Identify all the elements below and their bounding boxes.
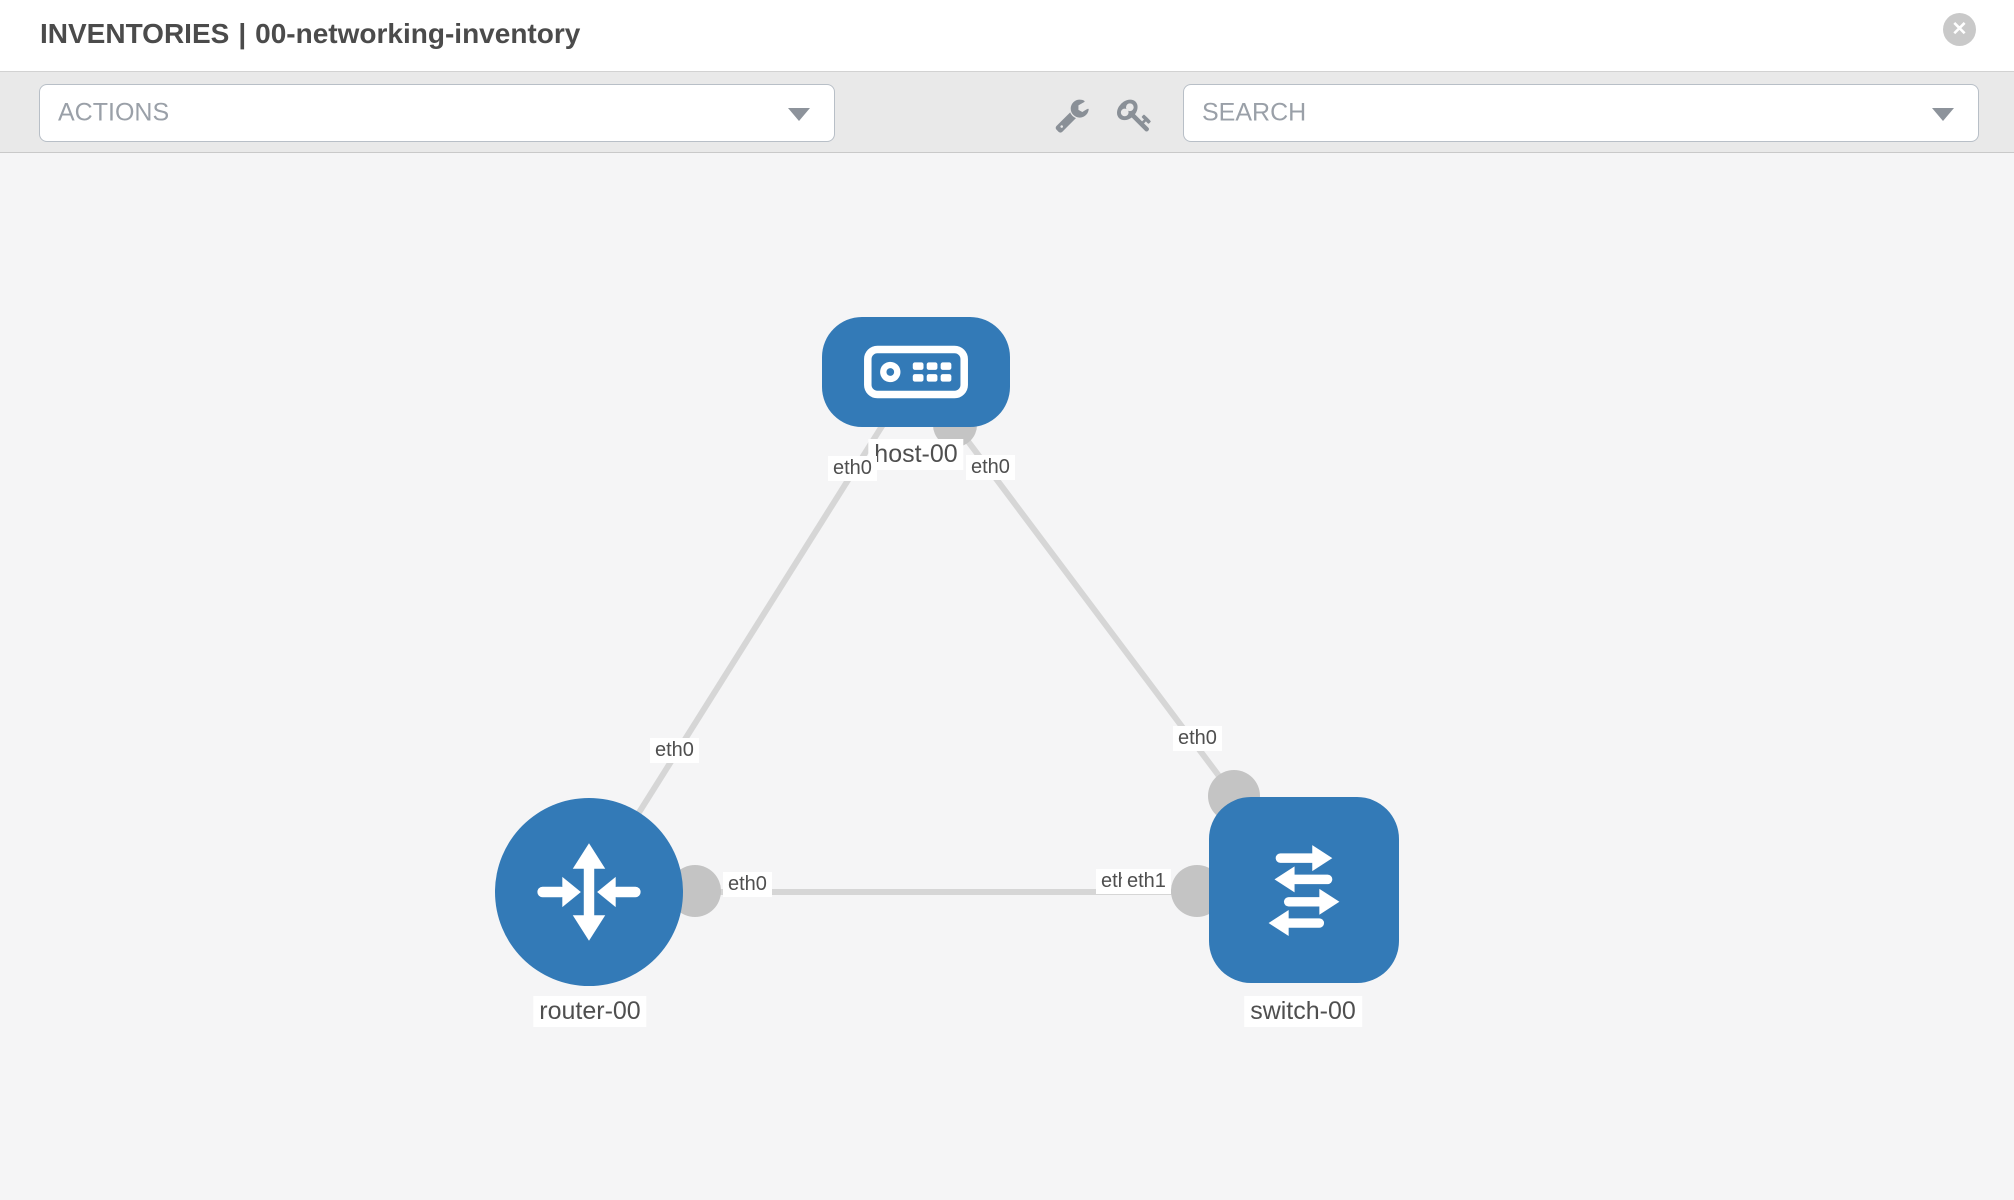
node-label-switch: switch-00: [1244, 996, 1362, 1027]
node-label-router: router-00: [533, 996, 647, 1027]
node-host-00[interactable]: [822, 317, 1010, 427]
node-switch-00[interactable]: [1209, 797, 1399, 983]
node-router-00[interactable]: [495, 798, 683, 986]
interface-label-router-eth0: eth0: [650, 738, 699, 763]
actions-dropdown[interactable]: ACTIONS: [39, 84, 835, 142]
search-dropdown-label: SEARCH: [1202, 98, 1307, 127]
node-label-host: host-00: [868, 439, 964, 470]
router-icon: [537, 843, 641, 941]
close-button[interactable]: ✕: [1943, 13, 1976, 46]
close-icon: ✕: [1951, 19, 1968, 40]
page-title: INVENTORIES | 00-networking-inventory: [40, 18, 580, 50]
host-icon: [864, 345, 968, 399]
breadcrumb-separator: |: [238, 18, 247, 49]
link-host-switch: [913, 370, 1237, 798]
topology-links-layer: [586, 370, 1260, 917]
breadcrumb-inventory-name: 00-networking-inventory: [255, 18, 581, 49]
toolbar: ACTIONS SEARCH: [0, 71, 2014, 153]
topology-canvas[interactable]: host-00 router-00 switch-00 eth0 eth0 et…: [0, 153, 2014, 1200]
interface-label-switch-eth1: eth1: [1122, 869, 1171, 894]
interface-label-host-eth0-right: eth0: [966, 455, 1015, 480]
interface-label-router-eth0-link: eth0: [723, 872, 772, 897]
header: INVENTORIES | 00-networking-inventory ✕: [0, 0, 2014, 71]
search-dropdown[interactable]: SEARCH: [1183, 84, 1979, 142]
switch-icon: [1268, 845, 1340, 937]
actions-dropdown-label: ACTIONS: [58, 98, 170, 127]
breadcrumb-section: INVENTORIES: [40, 18, 230, 49]
interface-label-switch-eth0: eth0: [1173, 726, 1222, 751]
key-icon: [1117, 99, 1151, 132]
chevron-down-icon: [788, 108, 810, 121]
credentials-button[interactable]: [1117, 97, 1153, 133]
configure-button[interactable]: [1054, 97, 1090, 133]
interface-label-host-eth0-left: eth0: [828, 456, 877, 481]
chevron-down-icon: [1932, 108, 1954, 121]
wrench-icon: [1055, 99, 1089, 133]
